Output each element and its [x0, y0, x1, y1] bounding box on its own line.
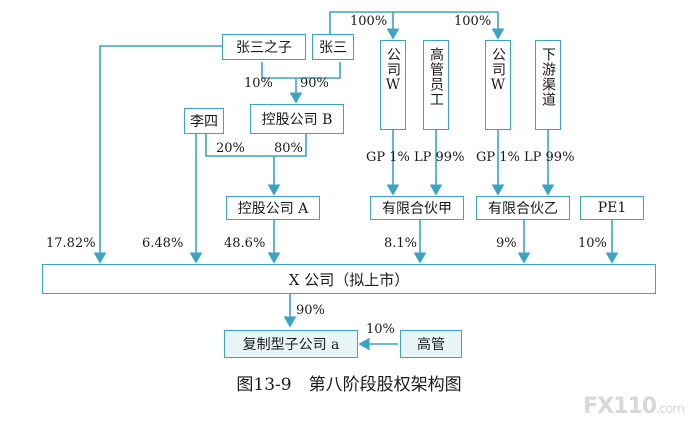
figure-caption: 图13-9 第八阶段股权架构图: [236, 375, 462, 395]
node-x-company: X 公司（拟上市）: [42, 264, 656, 294]
node-company-w-2: 公司W: [485, 40, 511, 130]
label-80-a: 80%: [274, 141, 303, 156]
node-gaoguan: 高管: [400, 330, 462, 358]
node-lp-yi: 有限合伙乙: [476, 196, 570, 220]
node-downstream-channel: 下游渠道: [535, 40, 561, 130]
label-pe1-x: 10%: [578, 236, 607, 251]
node-zhang-zhizi: 张三之子: [222, 34, 306, 60]
label-20-a: 20%: [216, 141, 245, 156]
label-100-right: 100%: [454, 14, 492, 29]
node-subsidiary-a: 复制型子公司 a: [224, 330, 358, 358]
label-jia-x: 8.1%: [384, 236, 418, 251]
label-10-b: 10%: [244, 76, 273, 91]
label-zhizi-x: 17.82%: [46, 236, 96, 251]
label-100-left: 100%: [350, 14, 388, 29]
node-lisi: 李四: [184, 108, 224, 134]
watermark-logo: FX110.com: [583, 394, 685, 419]
node-pe1: PE1: [580, 196, 644, 220]
label-gp-lp-jia: GP 1% LP 99%: [366, 150, 465, 165]
label-a-x: 48.6%: [224, 236, 266, 251]
node-lp-jia: 有限合伙甲: [370, 196, 464, 220]
node-holding-a: 控股公司 A: [226, 196, 320, 220]
label-gaoguan-a: 10%: [366, 322, 395, 337]
line-lisi-a: [205, 134, 307, 157]
node-holding-b: 控股公司 B: [250, 104, 344, 134]
line-zhizi-x: [93, 45, 222, 264]
line-zhangsan-up: [329, 11, 498, 44]
line-to-b: [261, 62, 341, 79]
watermark-brand: FX110: [583, 394, 657, 419]
label-x-a: 90%: [296, 303, 325, 318]
label-lisi-x: 6.48%: [142, 236, 184, 251]
node-company-w-1: 公司W: [380, 40, 406, 130]
node-senior-staff: 高管员工: [423, 40, 449, 130]
label-90-b: 90%: [300, 76, 329, 91]
watermark-suffix: .com: [656, 402, 685, 417]
label-gp-lp-yi: GP 1% LP 99%: [476, 150, 575, 165]
node-zhangsan: 张三: [312, 34, 354, 60]
label-yi-x: 9%: [496, 236, 517, 251]
